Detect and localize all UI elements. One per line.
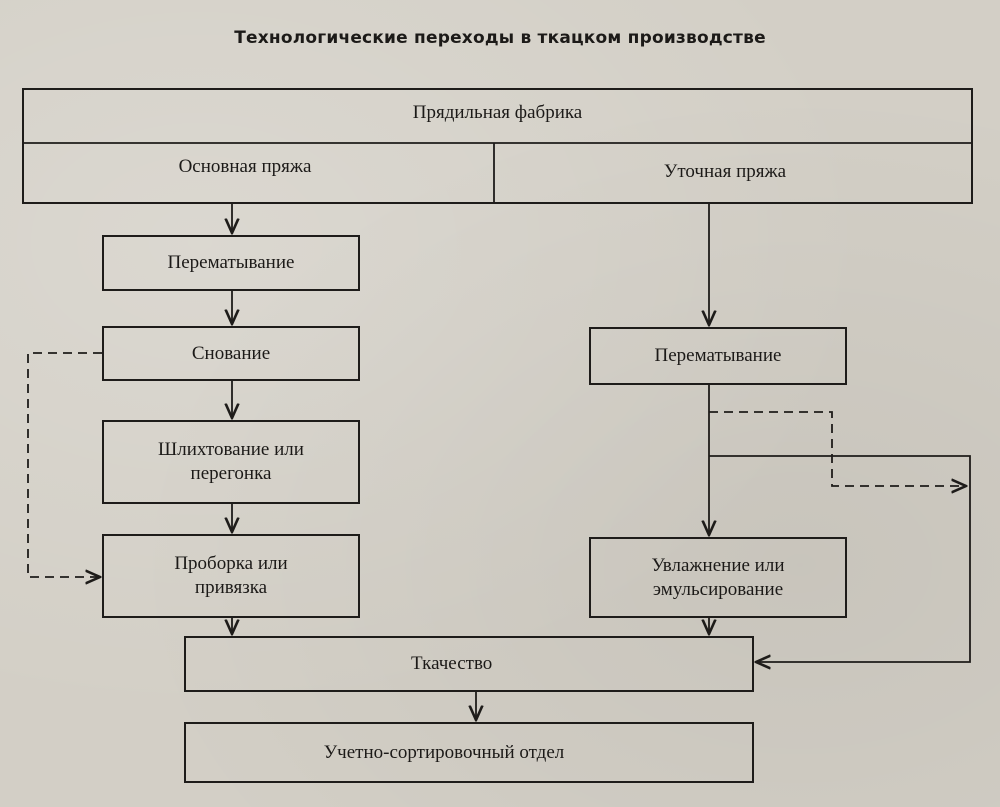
sorting-department-box: Учетно-сортировочный отдел xyxy=(184,722,754,783)
warp-rewinding-box: Перематывание xyxy=(102,235,360,291)
dashed-bypass-weft-rewinding xyxy=(709,411,966,486)
bypass-weft-to-weaving xyxy=(709,455,971,662)
sizing-box: Шлихтование или перегонка xyxy=(102,420,360,504)
drawing-in-box: Проборка или привязка xyxy=(102,534,360,618)
diagram-title: Технологические переходы в ткацком произ… xyxy=(234,28,766,48)
weft-yarn-label: Уточная пряжа xyxy=(663,161,787,182)
weaving-box: Ткачество xyxy=(184,636,754,692)
dashed-bypass-warping-to-drawing-in xyxy=(27,352,102,577)
moistening-box: Увлажнение или эмульсирование xyxy=(589,537,847,618)
spinning-mill-box xyxy=(22,88,973,204)
spinning-mill-label: Прядильная фабрика xyxy=(412,102,583,123)
warping-box: Снование xyxy=(102,326,360,381)
weft-rewinding-box: Перематывание xyxy=(589,327,847,385)
warp-yarn-label: Основная пряжа xyxy=(178,156,312,177)
